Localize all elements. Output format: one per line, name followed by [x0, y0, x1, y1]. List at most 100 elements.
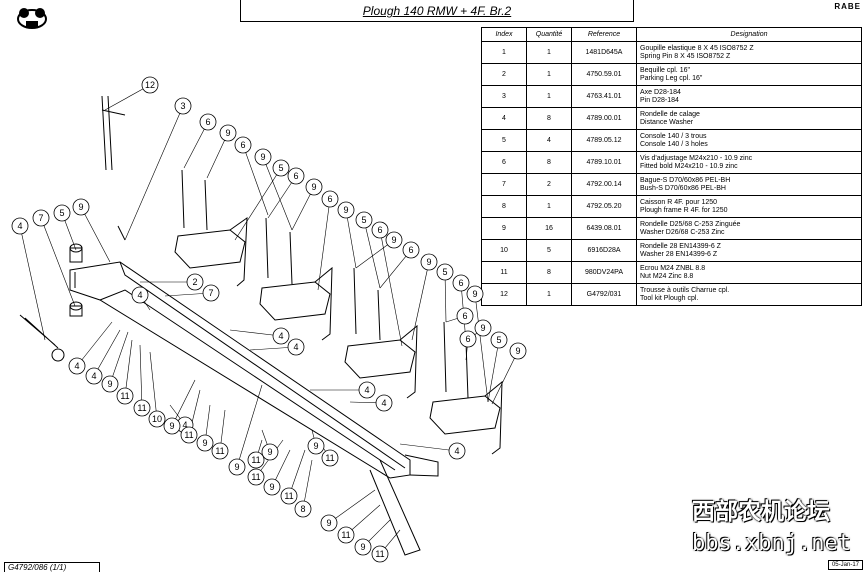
callout-leader: [487, 339, 500, 403]
callout-leader: [124, 339, 133, 397]
callout-number: 11: [137, 403, 146, 413]
callout-number: 12: [145, 80, 155, 90]
callout-circle: [385, 231, 403, 249]
callout-circle: [321, 190, 339, 208]
callout-leader: [399, 443, 458, 452]
callout-leader: [328, 489, 376, 524]
designation-en: Spring Pin 8 X 45 ISO8752 Z: [640, 52, 731, 60]
callout-leader: [242, 144, 269, 216]
callout-number: 6: [205, 117, 210, 127]
callout-number: 9: [515, 346, 520, 356]
designation-fr: Rondelle de calage: [640, 110, 700, 118]
parts-table-header: Index Quantité Reference Designation: [481, 27, 862, 42]
designation-fr: Trousse à outils Charrue cpl.: [640, 286, 730, 294]
callout-number: 4: [381, 398, 386, 408]
callout-circle: [287, 338, 305, 356]
designation-fr: Console 140 / 3 trous: [640, 132, 707, 140]
callout-number: 10: [152, 414, 162, 424]
callout-leader: [411, 261, 430, 341]
designation-fr: Rondelle D25/68 C-253 Zinguée: [640, 220, 741, 228]
callout-circle: [148, 410, 166, 428]
callout-number: 6: [408, 245, 413, 255]
callout-circle: [219, 124, 237, 142]
designation-fr: Ecrou M24 ZNBL 8.8: [640, 264, 706, 272]
callout-circle: [436, 263, 454, 281]
callout-number: 4: [293, 342, 298, 352]
callout-circle: [180, 426, 198, 444]
callout-number: 9: [202, 438, 207, 448]
callout-number: 9: [267, 447, 272, 457]
callout-number: 9: [391, 235, 396, 245]
callout-leader: [317, 198, 331, 291]
callout-leader: [149, 351, 158, 420]
callout-leader: [345, 209, 357, 269]
callout-leader: [229, 329, 282, 337]
callout-number: 9: [472, 289, 477, 299]
designation-fr: Goupille elastique 8 X 45 ISO8752 Z: [640, 44, 754, 52]
callout-number: 11: [251, 455, 260, 465]
callout-circle: [337, 201, 355, 219]
callout-circle: [186, 273, 204, 291]
callout-circle: [355, 211, 373, 229]
callout-leader: [236, 384, 263, 468]
designation-en: Washer D26/68 C-253 Zinc: [640, 228, 725, 236]
callout-circle: [202, 284, 220, 302]
callout-number: 9: [313, 441, 318, 451]
callout-leader: [19, 225, 46, 341]
callout-number: 9: [343, 205, 348, 215]
callout-bubbles: 1236969569695696956969596954727444444444…: [11, 76, 527, 563]
callout-leader: [363, 219, 381, 289]
callout-circle: [321, 449, 339, 467]
callout-leader: [40, 217, 76, 307]
drawing-date: 05-Jan-17: [827, 560, 863, 570]
callout-leader: [109, 331, 129, 385]
callout-circle: [509, 342, 527, 360]
designation-en: Fitted bold M24x210 - 10.9 zinc: [640, 162, 738, 170]
designation-fr: Bague-S D70/60x86 PEL-BH: [640, 176, 731, 184]
designation-fr: Caisson R 4F. pour 1250: [640, 198, 718, 206]
callout-number: 4: [137, 290, 142, 300]
bolts-group: [181, 169, 469, 399]
callout-number: 6: [327, 194, 332, 204]
callout-circle: [72, 198, 90, 216]
callout-number: 2: [192, 277, 197, 287]
callout-number: 11: [251, 472, 260, 482]
callout-circle: [420, 253, 438, 271]
callout-number: 3: [180, 101, 185, 111]
callout-number: 9: [360, 542, 365, 552]
callout-number: 6: [465, 334, 470, 344]
callout-number: 8: [300, 504, 305, 514]
callout-circle: [371, 221, 389, 239]
callout-number: 6: [458, 278, 463, 288]
callout-circle: [101, 375, 119, 393]
callout-number: 9: [326, 518, 331, 528]
callout-leader: [76, 321, 113, 367]
callout-number: 9: [269, 482, 274, 492]
callout-number: 9: [169, 421, 174, 431]
callout-number: 6: [293, 171, 298, 181]
callout-circle: [452, 274, 470, 292]
callout-number: 4: [182, 420, 187, 430]
callout-circle: [272, 327, 290, 345]
callout-number: 6: [377, 225, 382, 235]
callout-circle: [358, 381, 376, 399]
brand-logo: [17, 8, 47, 29]
callout-circle: [11, 217, 29, 235]
callout-circle: [305, 178, 323, 196]
callout-leaders: [19, 84, 519, 555]
designation-fr: Axe D28-184: [640, 88, 681, 96]
callout-leader: [267, 175, 297, 219]
callout-circle: [448, 442, 466, 460]
title-block: Plough 140 RMW + 4F. Br.2: [240, 0, 634, 22]
callout-circle: [354, 538, 372, 556]
callout-number: 7: [208, 288, 213, 298]
callout-circle: [174, 97, 192, 115]
